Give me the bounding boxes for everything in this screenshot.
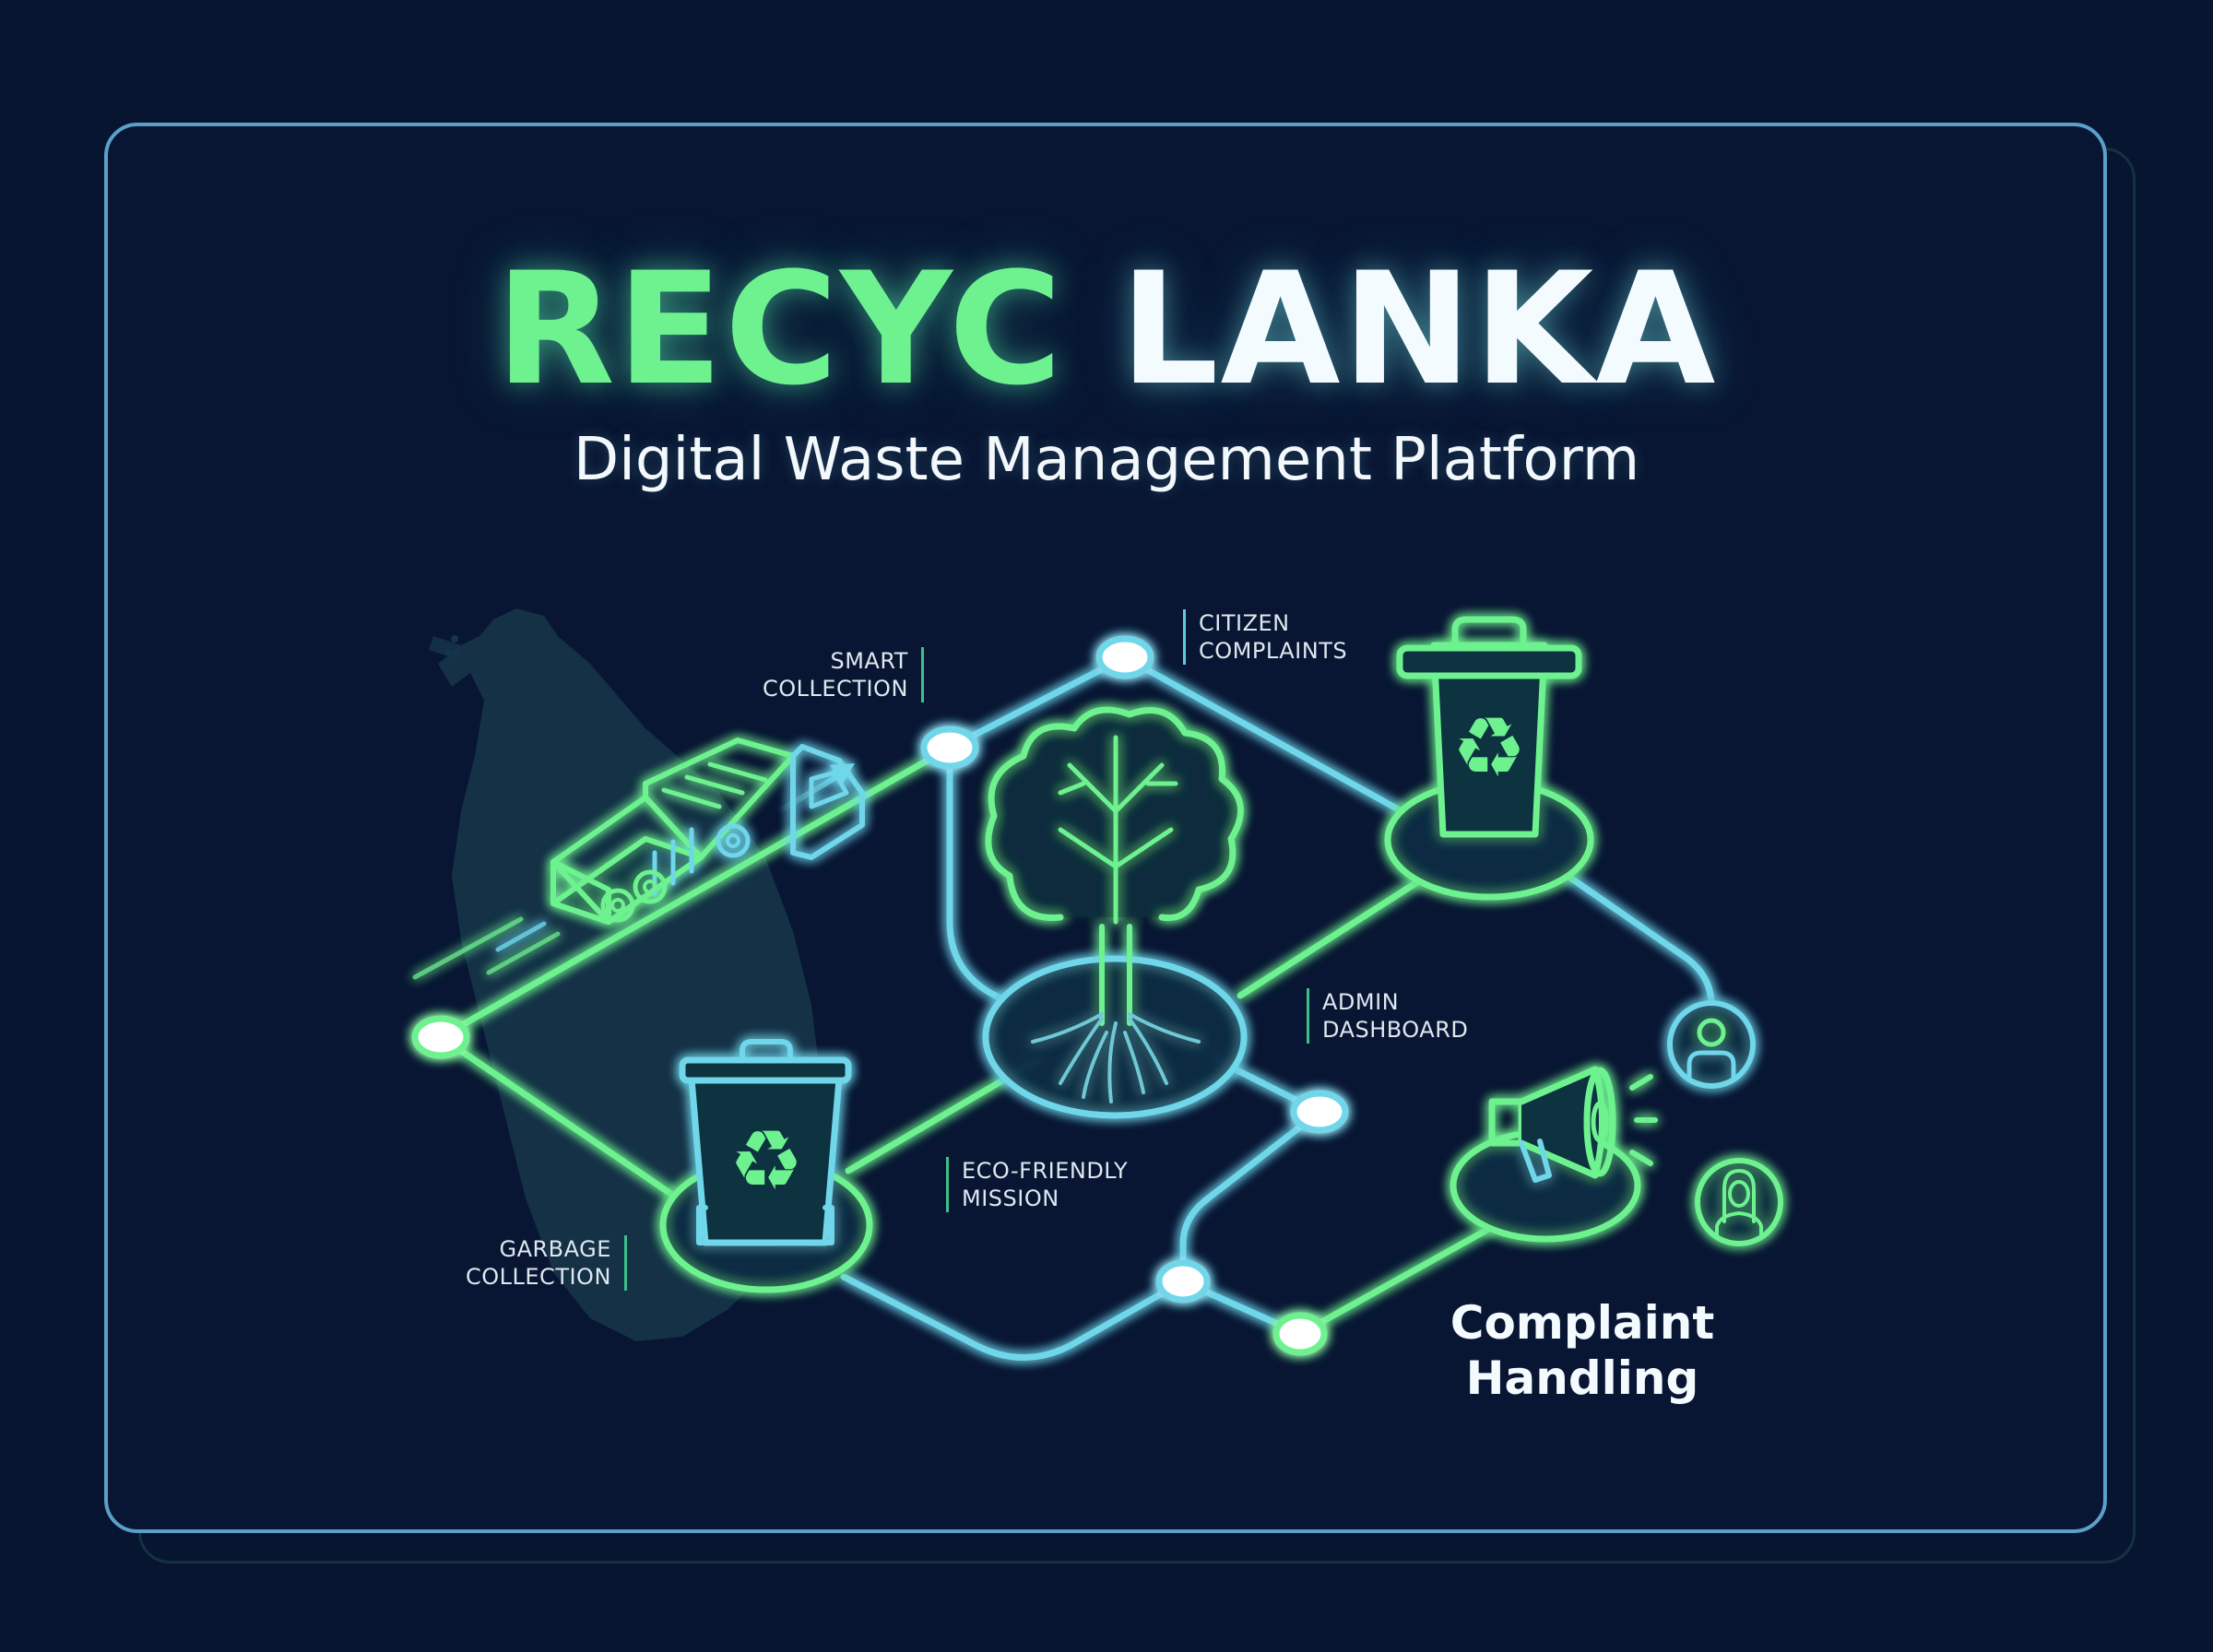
subtitle: Digital Waste Management Platform — [573, 426, 1640, 494]
title-lanka: LANKA — [1119, 239, 1718, 419]
user-avatar-icon — [1667, 1000, 1756, 1089]
woman-avatar-icon — [1695, 1158, 1783, 1246]
label-citizen-complaints-line2: COMPLAINTS — [1199, 638, 1348, 664]
node-top — [1095, 635, 1154, 679]
svg-text:♻: ♻ — [729, 1113, 804, 1210]
label-smart-collection-line2: COLLECTION — [763, 676, 908, 702]
nodes — [411, 635, 1349, 1356]
svg-text:♻: ♻ — [1452, 700, 1527, 796]
megaphone-icon — [1450, 1066, 1658, 1243]
node-lower — [1155, 1259, 1211, 1304]
node-smart — [920, 726, 979, 770]
label-complaint-handling-line1: Complaint — [1450, 1296, 1715, 1350]
label-smart-collection-line1: SMART — [830, 648, 908, 674]
node-green — [1272, 1312, 1328, 1356]
label-citizen-complaints-line1: CITIZEN — [1199, 610, 1290, 636]
garbage-truck-icon — [412, 738, 865, 980]
label-garbage-collection-line1: GARBAGE — [499, 1236, 611, 1262]
title-recyc: RECYC — [495, 239, 1064, 419]
label-garbage-collection-line2: COLLECTION — [466, 1264, 611, 1290]
node-right — [1290, 1090, 1349, 1134]
label-smart-collection: SMART COLLECTION — [763, 647, 924, 702]
label-garbage-collection: GARBAGE COLLECTION — [466, 1235, 627, 1291]
label-admin-dashboard: ADMIN DASHBOARD — [1307, 988, 1468, 1044]
label-citizen-complaints: CITIZEN COMPLAINTS — [1183, 609, 1347, 665]
main-frame — [104, 123, 2107, 1533]
label-eco-friendly-mission-line2: MISSION — [962, 1186, 1059, 1211]
label-admin-dashboard-line1: ADMIN — [1322, 989, 1400, 1015]
recycle-bin-bottom-icon: ♻ — [659, 1039, 873, 1293]
recycle-bin-top-icon: ♻ — [1384, 616, 1594, 901]
label-complaint-handling-line2: Handling — [1465, 1351, 1699, 1405]
tree-icon — [982, 706, 1248, 1119]
label-eco-friendly-mission: ECO-FRIENDLY MISSION — [946, 1157, 1128, 1212]
label-admin-dashboard-line2: DASHBOARD — [1322, 1017, 1469, 1043]
app-title: RECYC LANKA — [0, 251, 2213, 407]
label-complaint-handling: Complaint Handling — [1398, 1295, 1767, 1406]
node-left — [411, 1015, 470, 1059]
label-eco-friendly-mission-line1: ECO-FRIENDLY — [962, 1158, 1129, 1184]
